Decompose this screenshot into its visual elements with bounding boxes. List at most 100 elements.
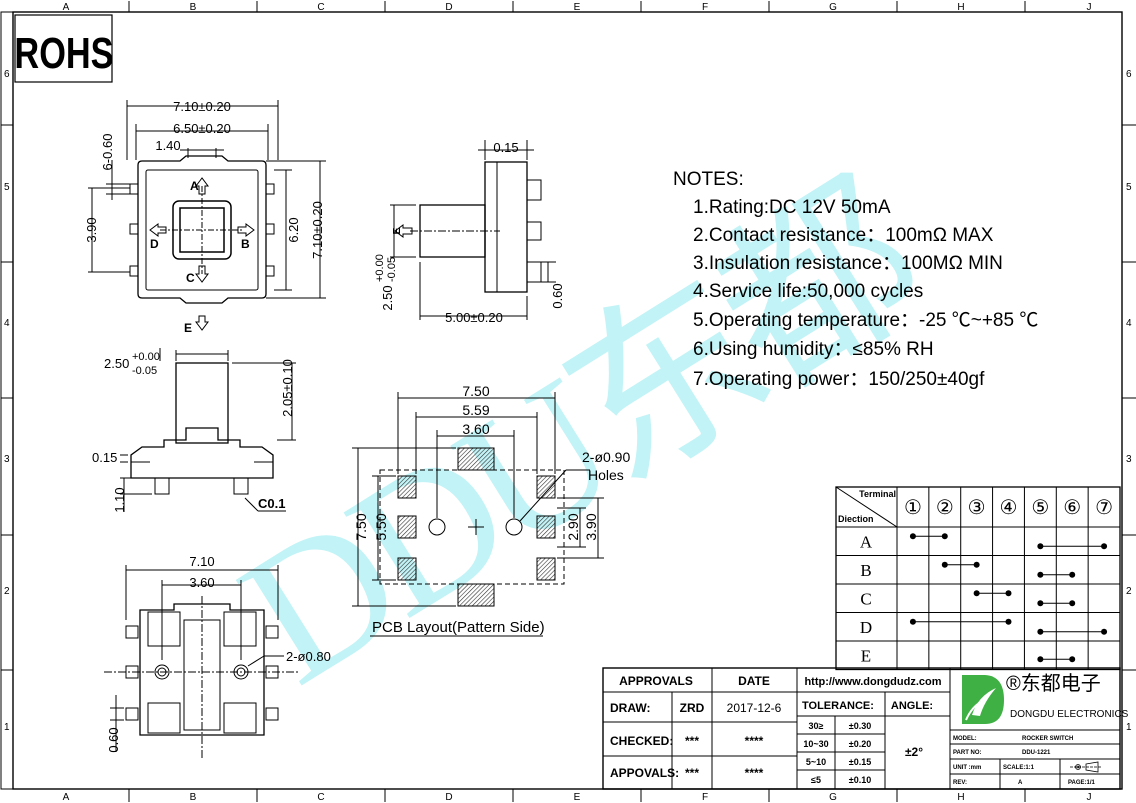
column-label: B xyxy=(190,2,197,13)
connection-dot xyxy=(941,561,948,568)
direction-label: C xyxy=(860,589,871,608)
note-item: 2.Contact resistance：100mΩ MAX xyxy=(693,225,994,246)
dim-front-chamfer: C0.1 xyxy=(258,496,285,511)
dim-front-h: 2.05±0.10 xyxy=(280,359,295,417)
dim-pcb-h-right-outer: 3.90 xyxy=(583,513,599,540)
dim-pcb-holes-label: Holes xyxy=(588,467,624,483)
tb-tolerance: TOLERANCE: xyxy=(802,700,874,712)
note-item: 4.Service life:50,000 cycles xyxy=(693,281,923,302)
note-item: 5.Operating temperature：-25 ℃~+85 ℃ xyxy=(693,310,1038,331)
column-label: E xyxy=(574,792,581,803)
column-label: D xyxy=(445,792,452,803)
tolerance-value: ±0.30 xyxy=(849,721,871,731)
pcb-caption: PCB Layout(Pattern Side) xyxy=(372,619,545,636)
pcb-labels: 7.50 5.59 3.60 2-ø0.90 Holes 7.50 5.50 2… xyxy=(353,383,630,637)
dim-front-left-bottom: 1.10 xyxy=(112,487,127,512)
tb-checked: CHECKED: xyxy=(610,734,673,748)
tb-appovals-date: **** xyxy=(745,766,764,780)
rohs-badge: ROHS xyxy=(14,14,114,83)
dim-front-tol-up: +0.00 xyxy=(132,351,160,363)
tb-appovals-name: *** xyxy=(685,766,699,780)
tb-angle-value: ±2° xyxy=(905,745,923,759)
column-label: J xyxy=(1087,2,1092,13)
dim-pcb-w2: 5.59 xyxy=(462,402,489,418)
terminal-number: ⑤ xyxy=(1031,497,1049,519)
terminal-number: ② xyxy=(936,497,954,519)
note-item: 7.Operating power：150/250±40gf xyxy=(693,369,985,390)
row-label: 4 xyxy=(1126,318,1132,329)
dim-bottom-w-outer: 7.10 xyxy=(189,554,214,569)
dim-top-knob: 1.40 xyxy=(155,138,180,153)
connection-dot xyxy=(1037,571,1044,578)
direction-label: D xyxy=(860,618,872,637)
dim-side-tol-down: -0.05 xyxy=(386,257,398,282)
column-label: H xyxy=(957,2,964,13)
tb-url: http://www.dongdudz.com xyxy=(804,676,941,688)
connection-dot xyxy=(1005,590,1012,597)
tb-date: DATE xyxy=(738,674,770,688)
pcb-layout xyxy=(352,392,604,607)
connection-dot xyxy=(973,561,980,568)
tb-brand-cn: ®东都电子 xyxy=(1006,672,1101,695)
dongdu-logo-icon xyxy=(962,675,1004,724)
connection-dot xyxy=(1101,628,1108,635)
connection-dot xyxy=(1101,543,1108,550)
tb-scale-label: SCALE:1:1 xyxy=(1003,765,1035,771)
tolerance-range: ≤5 xyxy=(811,775,821,785)
tb-approvals: APPROVALS xyxy=(619,674,693,688)
tb-rev-label: REV: xyxy=(953,780,967,786)
row-label: 2 xyxy=(4,586,10,597)
note-item: 1.Rating:DC 12V 50mA xyxy=(693,197,891,218)
rohs-text: ROHS xyxy=(14,29,113,78)
dim-front-tol-down: -0.05 xyxy=(132,365,157,377)
title-block xyxy=(602,667,1121,790)
tolerance-value: ±0.15 xyxy=(849,757,871,767)
note-item: 3.Insulation resistance：100MΩ MIN xyxy=(693,253,1003,274)
row-label: 4 xyxy=(4,318,10,329)
row-label: 3 xyxy=(4,454,10,465)
column-label: G xyxy=(829,792,837,803)
dim-bottom-left: 0.60 xyxy=(106,727,121,752)
column-label: F xyxy=(702,2,708,13)
dim-pcb-holes: 2-ø0.90 xyxy=(582,449,630,465)
row-label: 5 xyxy=(4,182,10,193)
frame xyxy=(0,11,1123,790)
row-label: 5 xyxy=(1126,182,1132,193)
tb-model-label: MODEL: xyxy=(953,736,977,742)
tb-angle: ANGLE: xyxy=(891,700,933,712)
terminal-number: ① xyxy=(904,497,922,519)
tb-rev-value: A xyxy=(1018,780,1023,786)
column-label: F xyxy=(702,792,708,803)
dir-label-b: B xyxy=(241,237,250,251)
column-label: C xyxy=(317,2,324,13)
dim-top-h-left: 3.90 xyxy=(84,217,99,242)
dim-top-w-outer: 7.10±0.20 xyxy=(173,99,231,114)
dim-bottom-w-inner: 3.60 xyxy=(189,575,214,590)
row-label: 1 xyxy=(4,722,10,733)
tb-part-label: PART NO: xyxy=(953,750,982,756)
column-label: B xyxy=(190,792,197,803)
connection-dot xyxy=(1037,543,1044,550)
direction-label: A xyxy=(860,532,873,551)
dim-pcb-h-right-inner: 2.90 xyxy=(565,513,581,540)
tb-draw: DRAW: xyxy=(610,701,650,715)
connection-dot xyxy=(909,533,916,540)
connection-dot xyxy=(1037,656,1044,663)
row-label: 2 xyxy=(1126,586,1132,597)
column-label: G xyxy=(829,2,837,13)
row-label: 3 xyxy=(1126,454,1132,465)
dim-pcb-w3: 3.60 xyxy=(462,421,489,437)
tb-draw-name: ZRD xyxy=(680,701,705,715)
connection-dot xyxy=(1069,600,1076,607)
dim-top-h-small: 6-0.60 xyxy=(100,134,115,171)
tb-draw-date: 2017-12-6 xyxy=(727,701,782,715)
tolerance-range: 30≥ xyxy=(809,721,824,731)
column-label: H xyxy=(957,792,964,803)
side-view xyxy=(390,140,556,320)
bottom-view xyxy=(104,565,300,760)
tb-checked-date: **** xyxy=(745,734,764,748)
tt-header-direction: Diection xyxy=(838,514,874,524)
